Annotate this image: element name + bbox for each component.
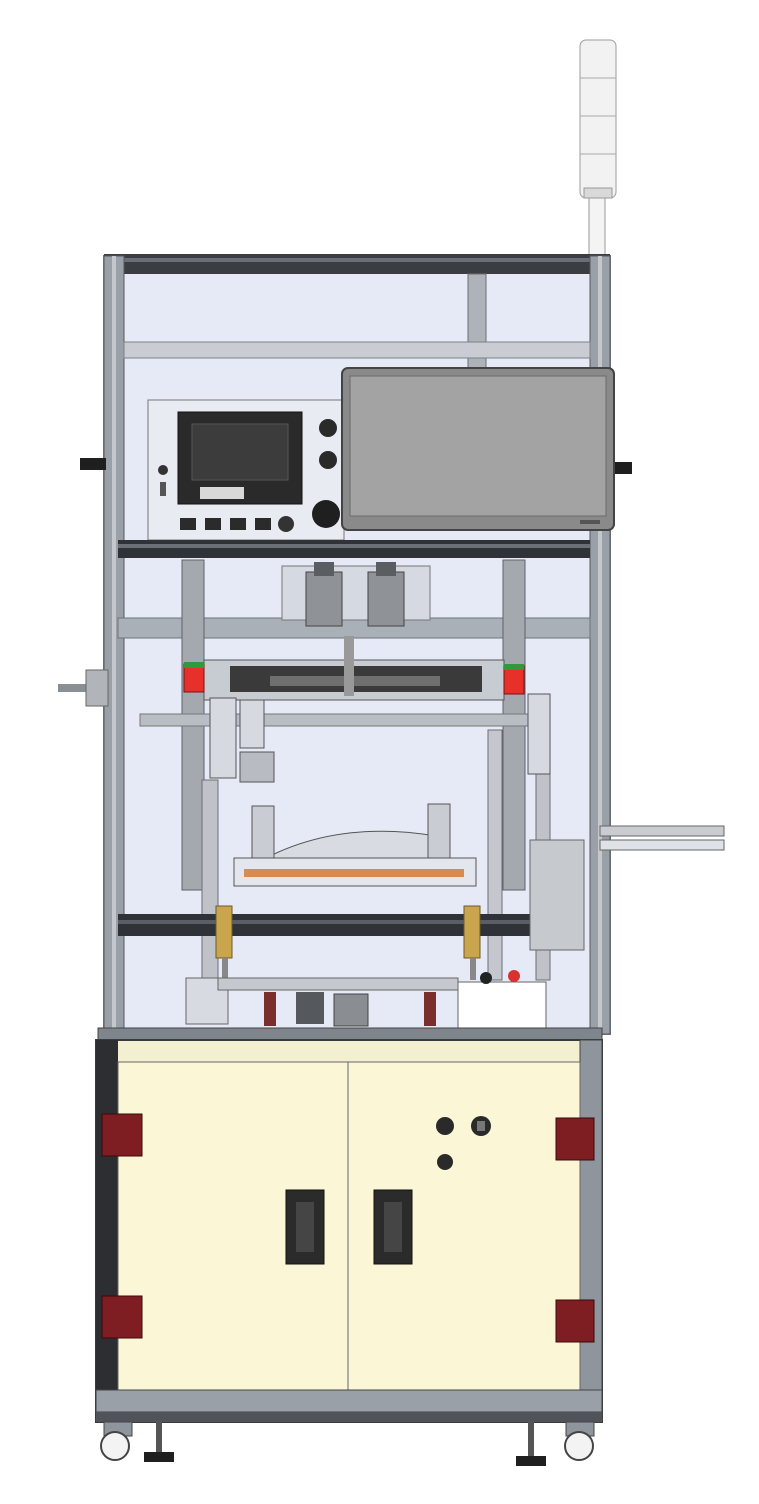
fixture bbox=[233, 803, 477, 887]
signal-tower-light-icon bbox=[579, 39, 617, 259]
touch-monitor-icon bbox=[341, 367, 615, 531]
cabinet-hinge-icon bbox=[101, 1113, 595, 1343]
panel-button-icon bbox=[180, 516, 294, 532]
base-components bbox=[185, 825, 725, 1027]
caster-wheel-icon bbox=[100, 1421, 595, 1461]
lower-cabinet bbox=[95, 1039, 603, 1423]
panel-knob-icon bbox=[312, 419, 340, 528]
control-panel bbox=[147, 399, 345, 541]
press-heads bbox=[281, 562, 431, 627]
cylinder-units bbox=[209, 693, 551, 783]
key-switch-icon bbox=[158, 465, 168, 496]
cabinet-lock-icon bbox=[436, 1116, 491, 1170]
lower-beam bbox=[118, 905, 584, 980]
linear-actuator-red-icon bbox=[183, 662, 525, 695]
door-handle-icon bbox=[285, 1189, 413, 1265]
leveling-foot-icon bbox=[144, 1422, 546, 1466]
table-top bbox=[97, 1027, 603, 1041]
control-panel-lcd-icon bbox=[177, 411, 303, 505]
